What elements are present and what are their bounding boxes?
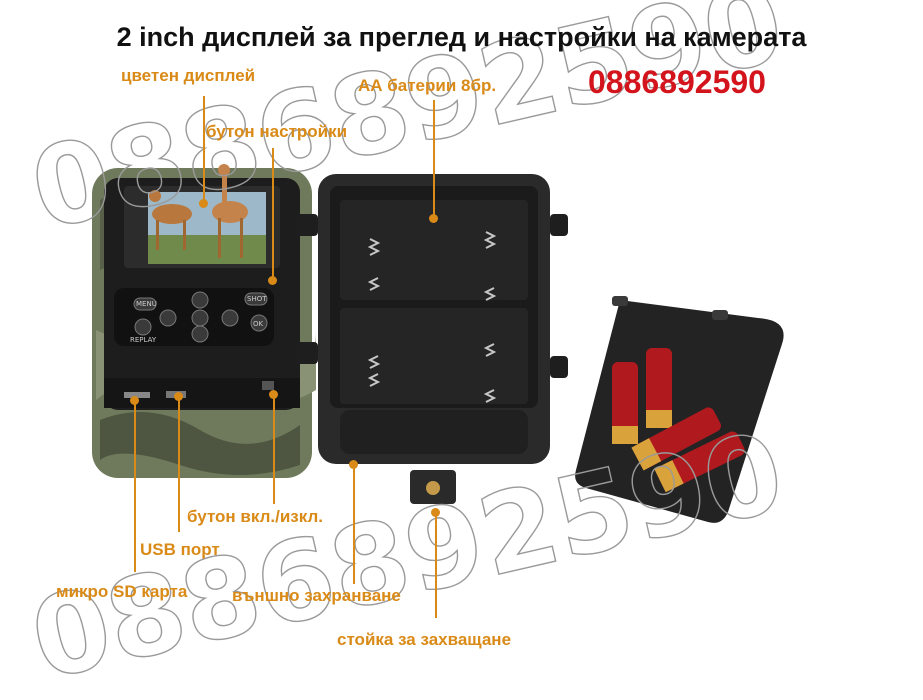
power-leader-dot xyxy=(269,390,278,399)
batteries-leader-dot xyxy=(429,214,438,223)
power-leader xyxy=(273,394,275,504)
shot-key-label: SHOT xyxy=(247,295,267,303)
external-power-leader-dot xyxy=(349,460,358,469)
menu-key-label: MENU xyxy=(136,300,157,308)
phone-number: 0886892590 xyxy=(588,64,766,100)
callout-usb-port: USB порт xyxy=(140,540,220,559)
mount-leader-dot xyxy=(431,508,440,517)
batteries-leader xyxy=(433,100,435,218)
deer-image xyxy=(149,164,248,258)
mount-leader xyxy=(435,514,437,618)
callout-aa-batteries: АА батерии 8бр. xyxy=(358,76,497,95)
callout-color-display: цветен дисплей xyxy=(121,66,256,85)
battery-compartment xyxy=(296,174,568,504)
settings-leader xyxy=(272,148,274,278)
camera-front-panel xyxy=(92,164,316,478)
display-leader-dot xyxy=(199,199,208,208)
callout-settings-button: бутон настройки xyxy=(206,122,348,141)
callout-micro-sd: микро SD карта xyxy=(56,582,188,601)
page-title: 2 inch дисплей за преглед и настройки на… xyxy=(116,22,807,52)
sd-leader-dot xyxy=(130,396,139,405)
callout-mount: стойка за захващане xyxy=(337,630,512,649)
usb-leader-dot xyxy=(174,392,183,401)
callout-power-button: бутон вкл./изкл. xyxy=(187,507,323,526)
display-leader xyxy=(203,96,205,202)
usb-leader xyxy=(178,396,180,532)
battery-lid xyxy=(575,296,784,523)
replay-key-label: REPLAY xyxy=(130,336,157,344)
external-power-leader xyxy=(353,464,355,584)
settings-leader-dot xyxy=(268,276,277,285)
sd-leader xyxy=(134,400,136,572)
shotgun-shells xyxy=(612,348,745,493)
ok-key-label: OK xyxy=(253,320,264,328)
callout-external-power: външно захранване xyxy=(232,586,401,605)
